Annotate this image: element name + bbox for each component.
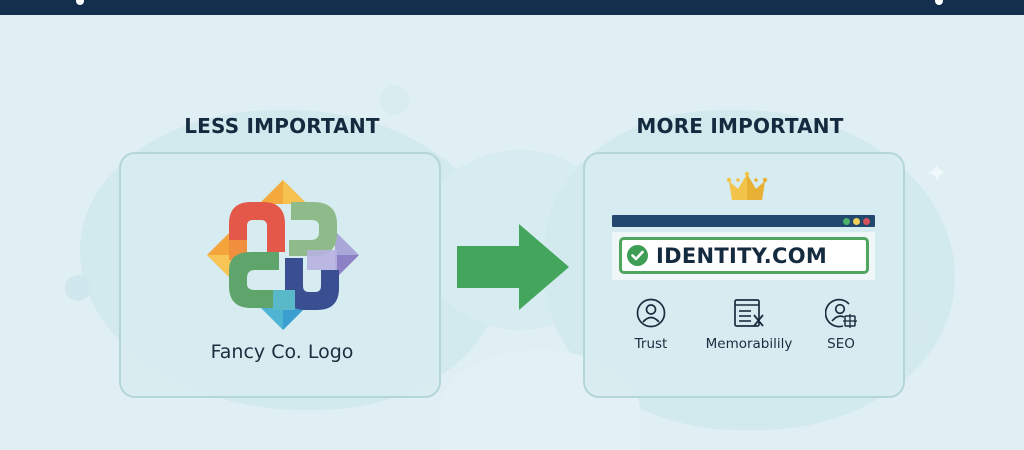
benefit-label: SEO <box>827 336 855 352</box>
more-important-heading: MORE IMPORTANT <box>636 114 844 138</box>
benefit-trust: Trust <box>596 298 706 352</box>
less-important-heading: LESS IMPORTANT <box>184 114 380 138</box>
benefit-label: Memorabilily <box>705 336 793 352</box>
document-x-icon <box>734 299 764 327</box>
window-dot-yellow <box>853 218 860 225</box>
benefit-seo: SEO <box>786 298 896 352</box>
window-dot-green <box>843 218 850 225</box>
banner-text-fragment <box>76 0 84 5</box>
browser-title-bar <box>612 215 875 227</box>
background-bubble <box>65 275 91 301</box>
right-arrow-icon <box>457 224 569 310</box>
banner-text-fragment <box>935 0 943 5</box>
check-circle-icon <box>627 245 648 266</box>
benefit-memorability: Memorabilily <box>694 298 804 352</box>
user-circle-icon <box>636 298 666 328</box>
window-dot-red <box>863 218 870 225</box>
domain-url-text: IDENTITY.COM <box>656 243 828 268</box>
background-bubble <box>380 85 410 115</box>
multicolor-knot-logo-icon <box>207 180 359 330</box>
logo-caption: Fancy Co. Logo <box>210 341 354 363</box>
crown-icon <box>726 171 768 200</box>
sparkle-icon: ✦ <box>926 159 948 189</box>
top-banner <box>0 0 1024 15</box>
benefit-label: Trust <box>634 336 668 352</box>
user-gear-icon <box>825 298 857 328</box>
url-bar[interactable]: IDENTITY.COM <box>619 237 869 274</box>
